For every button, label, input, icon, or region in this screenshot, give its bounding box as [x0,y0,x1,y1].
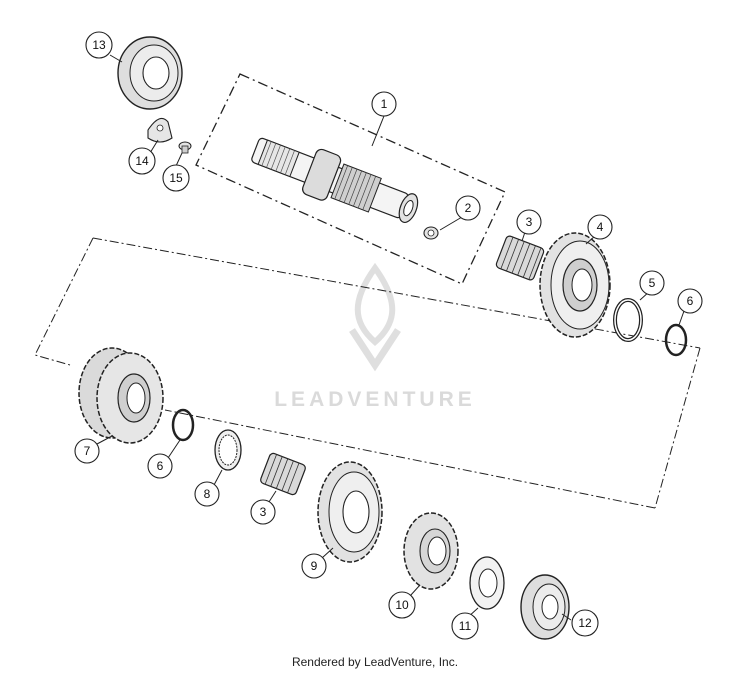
callout-4[interactable]: 4 [587,214,613,240]
shaft-plug [423,226,439,240]
watermark-logo: LEADVENTURE [274,262,476,411]
callout-1[interactable]: 1 [371,91,397,117]
ball-bearing-top [117,36,183,110]
callout-13-label: 13 [92,38,106,52]
gear-7 [78,347,164,444]
callout-6-top-label: 6 [687,294,694,308]
callout-7-label: 7 [84,444,91,458]
callout-1-label: 1 [381,97,388,111]
callout-5[interactable]: 5 [639,270,665,296]
callout-15-label: 15 [169,171,183,185]
needle-bearing-bottom [260,452,306,496]
callout-2-label: 2 [465,201,472,215]
callout-6-bottom[interactable]: 6 [147,453,173,479]
callout-3-top[interactable]: 3 [516,209,542,235]
splined-washer-8 [214,429,242,471]
snap-ring-top [664,323,688,357]
callout-11[interactable]: 11 [451,612,479,640]
watermark-text: LEADVENTURE [274,388,476,411]
callout-14[interactable]: 14 [128,147,156,175]
callout-6-top[interactable]: 6 [677,288,703,314]
assembly-path-dashed [34,237,94,366]
callout-14-label: 14 [135,154,149,168]
callout-6-bottom-label: 6 [157,459,164,473]
render-credit: Rendered by LeadVenture, Inc. [291,655,459,669]
callout-8-label: 8 [204,487,211,501]
callout-11-label: 11 [459,619,472,633]
gear-4 [539,232,611,338]
gear-10 [403,512,459,590]
snap-ring-bottom [171,408,195,442]
gear-9 [317,461,383,563]
callout-13[interactable]: 13 [85,31,113,59]
screw [178,141,192,154]
needle-bearing-top [495,235,545,281]
callout-12-label: 12 [578,616,592,630]
callout-8[interactable]: 8 [194,481,220,507]
assembly-path-top [92,237,701,349]
callout-3-top-label: 3 [526,215,533,229]
thrust-washer-11 [469,556,505,610]
ball-bearing-bottom [520,574,570,640]
callout-9-label: 9 [311,559,318,573]
callout-3-bottom[interactable]: 3 [250,499,276,525]
callout-2[interactable]: 2 [455,195,481,221]
callout-5-label: 5 [649,276,656,290]
callout-10-label: 10 [395,598,409,612]
main-shaft [251,137,419,223]
callout-3-bottom-label: 3 [260,505,267,519]
callout-12[interactable]: 12 [571,609,599,637]
assembly-path-right [654,347,701,509]
callout-9[interactable]: 9 [301,553,327,579]
callout-7[interactable]: 7 [74,438,100,464]
callout-15[interactable]: 15 [162,164,190,192]
callout-10[interactable]: 10 [388,591,416,619]
lock-plate [147,117,173,143]
callout-4-label: 4 [597,220,604,234]
assembly-path-bottom [164,409,656,509]
